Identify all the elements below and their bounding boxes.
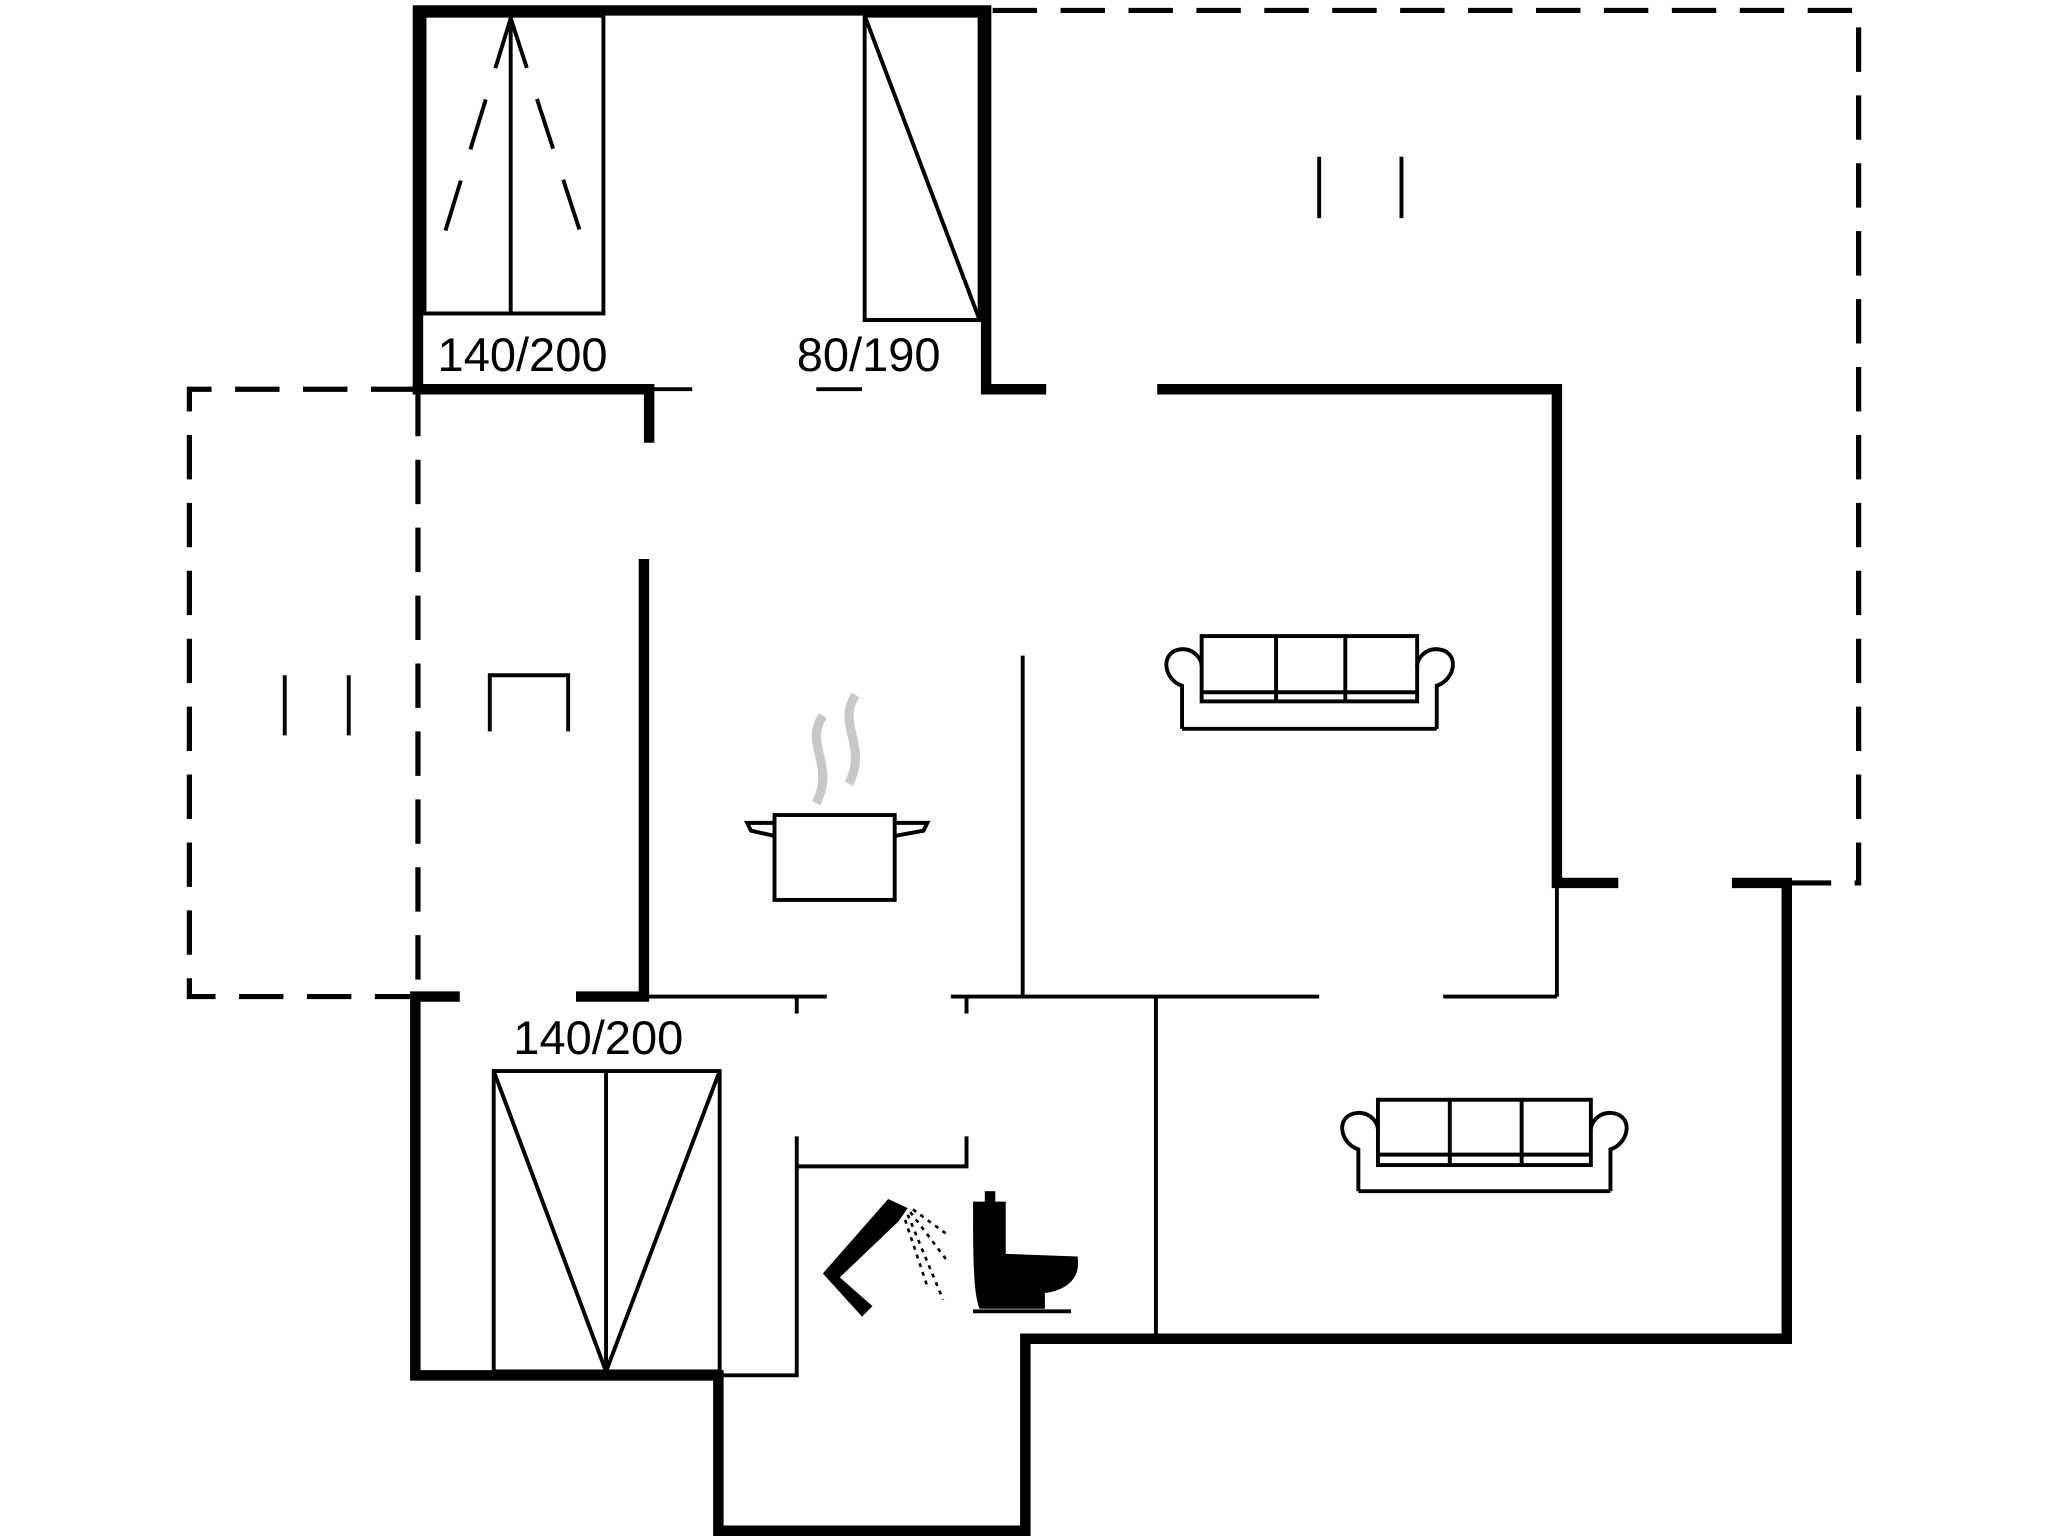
double-bed-icon bbox=[422, 13, 606, 316]
single-bed-icon bbox=[862, 13, 982, 322]
cooking-pot-icon bbox=[743, 692, 931, 902]
bed-size-label: 80/190 bbox=[797, 328, 941, 381]
terraces bbox=[186, 7, 1862, 1000]
toilet-icon bbox=[973, 1191, 1079, 1314]
interior-walls bbox=[643, 387, 1559, 1378]
bed-size-label: 140/200 bbox=[438, 328, 608, 381]
bed-size-label: 140/200 bbox=[513, 1011, 683, 1064]
sofa-icon bbox=[1340, 1097, 1629, 1194]
double-bed-icon bbox=[491, 1069, 722, 1377]
sofa-icon bbox=[1164, 634, 1455, 731]
exterior-walls bbox=[410, 5, 1792, 1536]
shower-icon bbox=[822, 1199, 948, 1317]
